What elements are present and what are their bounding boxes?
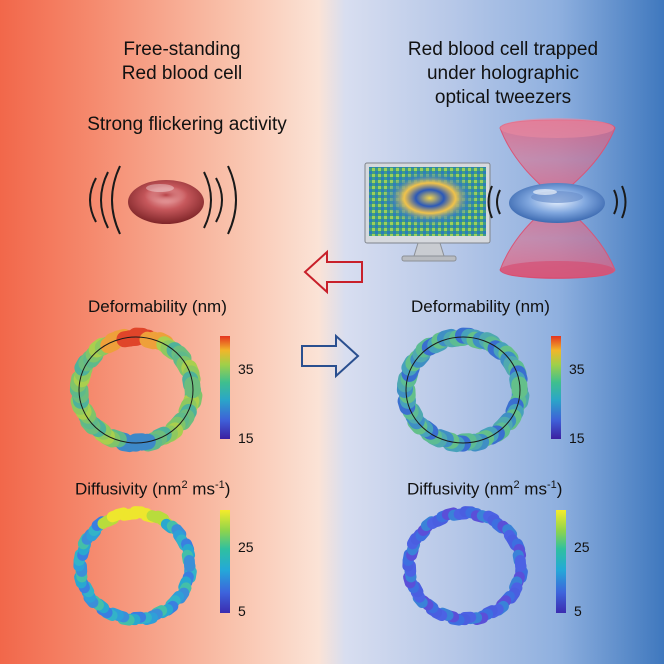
left-diffusivity-label-mid: ms	[187, 479, 215, 499]
left-deformability-tick-high: 35	[238, 361, 254, 377]
right-deformability-tick-low: 15	[569, 430, 585, 446]
right-deformability-label: Deformability (nm)	[411, 297, 550, 316]
membrane-ring-icon	[73, 506, 197, 626]
left-title-line2: Red blood cell	[121, 63, 243, 84]
right-diffusivity-sup2: -1	[546, 479, 557, 491]
left-diffusivity-tick-high: 25	[238, 539, 254, 555]
left-diffusivity-label-main: Diffusivity (nm	[75, 479, 182, 499]
left-deformability-label: Deformability (nm)	[88, 297, 227, 316]
left-diffusivity-sup1: 2	[181, 479, 188, 491]
left-diffusivity-label-end: )	[224, 479, 231, 499]
right-title-line2: under holographic	[426, 63, 580, 84]
right-title-line1: Red blood cell trapped	[407, 39, 599, 60]
computer-monitor-icon	[364, 162, 491, 262]
vibration-lines-icon	[89, 165, 237, 235]
vibration-lines-icon	[487, 185, 627, 219]
right-deformability-tick-high: 35	[569, 361, 585, 377]
right-diffusivity-tick-low: 5	[574, 603, 582, 619]
red-blood-cell-icon	[128, 180, 204, 224]
red-blood-cell-icon	[509, 183, 605, 223]
left-deformability-tick-low: 15	[238, 430, 254, 446]
ring-midline	[78, 336, 194, 444]
right-diffusivity-label-main: Diffusivity (nm	[407, 479, 514, 499]
membrane-ring-icon	[69, 327, 203, 453]
right-diffusivity-colorbar	[556, 510, 566, 613]
left-title-line1: Free-standing	[123, 39, 241, 60]
right-arrow-icon	[301, 333, 360, 379]
left-arrow-icon	[303, 249, 363, 295]
left-diffusivity-colorbar	[220, 510, 230, 613]
left-diffusivity-label: Diffusivity (nm2 ms-1)	[75, 475, 230, 500]
left-diffusivity-sup2: -1	[214, 479, 225, 491]
right-title-line3: optical tweezers	[434, 87, 572, 108]
left-title: Free-standing Red blood cell	[62, 38, 302, 86]
right-deformability-colorbar	[551, 336, 561, 439]
left-deformability-colorbar	[220, 336, 230, 439]
right-diffusivity-label-mid: ms	[519, 479, 547, 499]
membrane-ring-icon	[402, 506, 528, 626]
right-title: Red blood cell trapped under holographic…	[368, 38, 638, 110]
membrane-ring-icon	[396, 327, 530, 453]
right-diffusivity-tick-high: 25	[574, 539, 590, 555]
laser-beam-icon	[499, 118, 616, 279]
right-diffusivity-label: Diffusivity (nm2 ms-1)	[407, 475, 562, 500]
right-diffusivity-sup1: 2	[513, 479, 520, 491]
left-diffusivity-tick-low: 5	[238, 603, 246, 619]
left-subtitle: Strong flickering activity	[87, 114, 287, 135]
right-diffusivity-label-end: )	[556, 479, 563, 499]
ring-midline	[405, 336, 521, 444]
